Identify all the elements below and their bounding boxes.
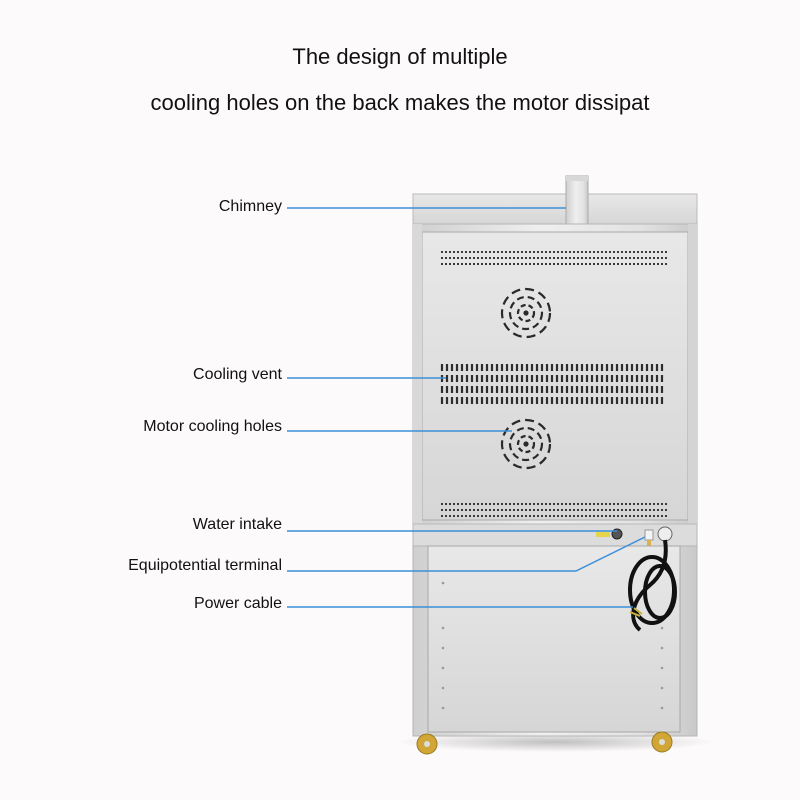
chimney bbox=[565, 175, 589, 239]
motor-cooling-holes bbox=[500, 418, 552, 470]
callout-label-cooling-vent: Cooling vent bbox=[193, 366, 282, 383]
upper-fan-holes bbox=[500, 287, 552, 339]
leader-lines bbox=[287, 207, 646, 608]
casters bbox=[416, 731, 673, 755]
cooling-vent-slots bbox=[440, 364, 664, 404]
callout-label-equipotential-terminal: Equipotential terminal bbox=[128, 557, 282, 574]
callout-label-chimney: Chimney bbox=[218, 198, 282, 215]
callout-label-power-cable: Power cable bbox=[193, 595, 282, 612]
power-cable bbox=[628, 539, 677, 632]
equipotential-terminal bbox=[644, 529, 654, 546]
callout-label-motor-cooling-holes: Motor cooling holes bbox=[143, 418, 282, 435]
heading-line-2: cooling holes on the back makes the moto… bbox=[150, 90, 650, 115]
heading-line-1: The design of multiple bbox=[292, 44, 508, 69]
bottom-vent-holes bbox=[441, 503, 667, 517]
callout-label-water-intake: Water intake bbox=[192, 516, 282, 533]
equipotential-terminal-leader-line bbox=[287, 536, 646, 572]
